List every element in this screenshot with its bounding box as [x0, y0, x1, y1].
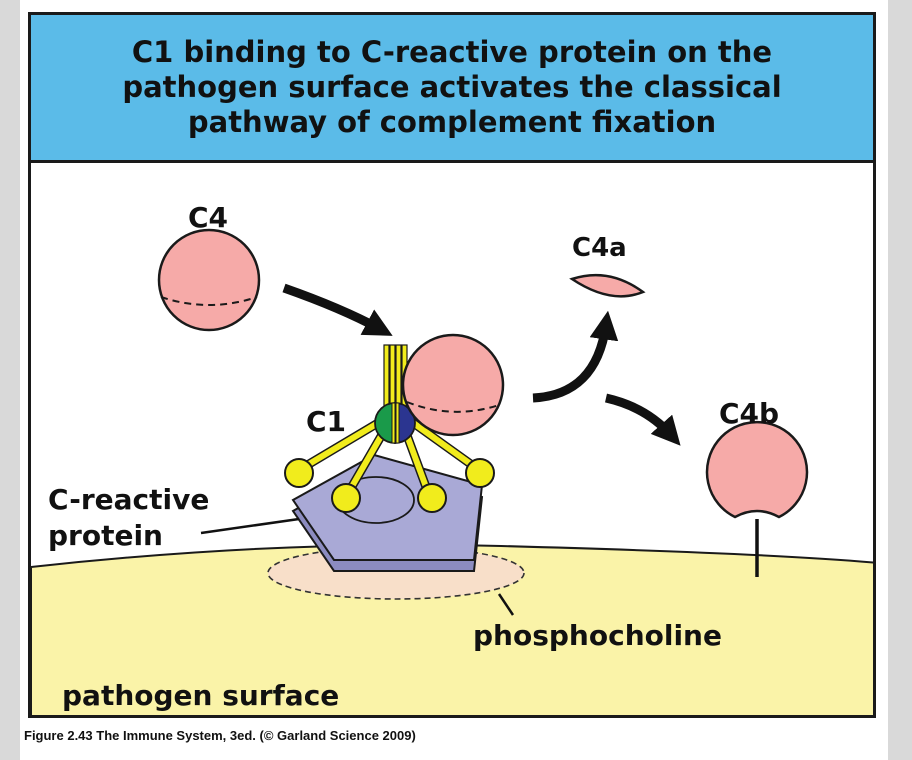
label-c4a: C4a — [572, 233, 627, 263]
label-c4b: C4b — [719, 397, 779, 430]
c4b-molecule — [705, 420, 809, 577]
diagram-svg: C4 C4a C4b C1 C-reactive protein phospho… — [31, 201, 873, 715]
arrow-c4-to-c1 — [282, 283, 393, 336]
figure-caption: Figure 2.43 The Immune System, 3ed. (© G… — [24, 728, 416, 743]
arrow-to-c4a — [532, 310, 619, 403]
c-reactive-protein — [291, 453, 484, 572]
figure-canvas: C4 C4a C4b C1 C-reactive protein phospho… — [20, 0, 888, 760]
figure-frame: C4 C4a C4b C1 C-reactive protein phospho… — [28, 12, 876, 718]
c4-molecule — [157, 228, 261, 332]
label-crp-line1: C-reactive — [48, 483, 209, 516]
label-pathogen-surface: pathogen surface — [62, 679, 339, 712]
pathogen-surface-region — [31, 543, 873, 715]
arrow-to-c4b — [604, 393, 681, 446]
label-c4: C4 — [188, 201, 228, 234]
label-c1: C1 — [306, 405, 346, 438]
c4-bound-molecule — [401, 333, 505, 437]
c4a-fragment — [569, 273, 646, 298]
title-bar: C1 binding to C-reactive protein on the … — [31, 15, 873, 163]
crp-leader-line — [200, 517, 300, 535]
label-phosphocholine: phosphocholine — [473, 619, 722, 652]
c1-complex — [284, 344, 495, 513]
label-crp-line2: protein — [48, 519, 163, 552]
figure-title: C1 binding to C-reactive protein on the … — [122, 35, 782, 139]
phosphocholine-leader-line — [497, 593, 515, 616]
